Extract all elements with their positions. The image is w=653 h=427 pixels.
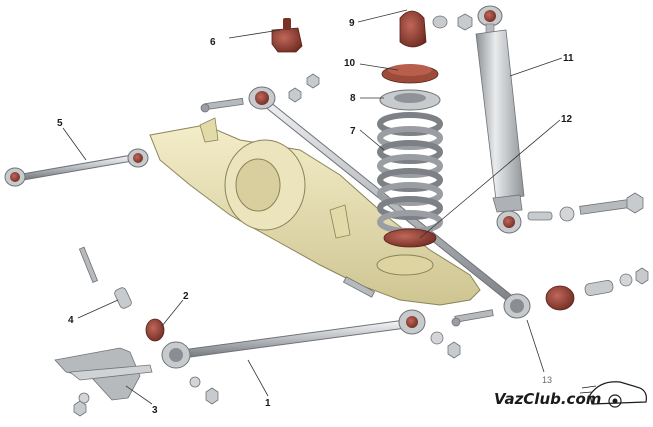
upper-rod-bolt	[200, 73, 320, 113]
shock-lower-bolt-set	[527, 192, 644, 222]
bushing-part-2	[145, 318, 165, 342]
spring-lower-seat-part-12	[383, 228, 437, 248]
transverse-rod-part-5	[4, 148, 149, 187]
bracket-part-3	[54, 347, 153, 417]
callout-9: 9	[349, 18, 355, 29]
callout-8: 8	[350, 93, 356, 104]
watermark: VazClub.com	[494, 381, 647, 408]
leader-lines	[62, 9, 563, 405]
callout-6: 6	[210, 37, 216, 48]
sleeve-bolt-part-4	[78, 246, 132, 309]
callout-11: 11	[563, 53, 574, 64]
spring-cup-part-8	[379, 89, 441, 111]
right-bushing-set	[545, 267, 649, 311]
callout-10: 10	[344, 58, 356, 69]
car-logo-icon	[579, 381, 647, 408]
callout-1: 1	[265, 398, 271, 409]
callout-4: 4	[68, 315, 74, 326]
callout-3: 3	[152, 405, 158, 416]
shock-absorber-part-11	[475, 5, 525, 234]
spring-upper-seat-part-10	[381, 64, 439, 84]
callout-labels: 1 2 3 4 5 6 7 8 9 10 11 12 13	[57, 18, 574, 416]
axle-bolt	[342, 276, 376, 298]
rear-axle-beam	[149, 117, 481, 306]
lower-long-rod-part-1	[161, 309, 494, 405]
coil-spring-part-7	[377, 112, 443, 234]
callout-5: 5	[57, 118, 63, 129]
rubber-buffer-part-6	[271, 18, 303, 53]
callout-7: 7	[350, 126, 356, 137]
buffer-part-9	[399, 10, 473, 48]
callout-13: 13	[542, 375, 552, 385]
callout-12: 12	[561, 114, 573, 125]
callout-2: 2	[183, 291, 189, 302]
watermark-text: VazClub.com	[494, 390, 601, 408]
